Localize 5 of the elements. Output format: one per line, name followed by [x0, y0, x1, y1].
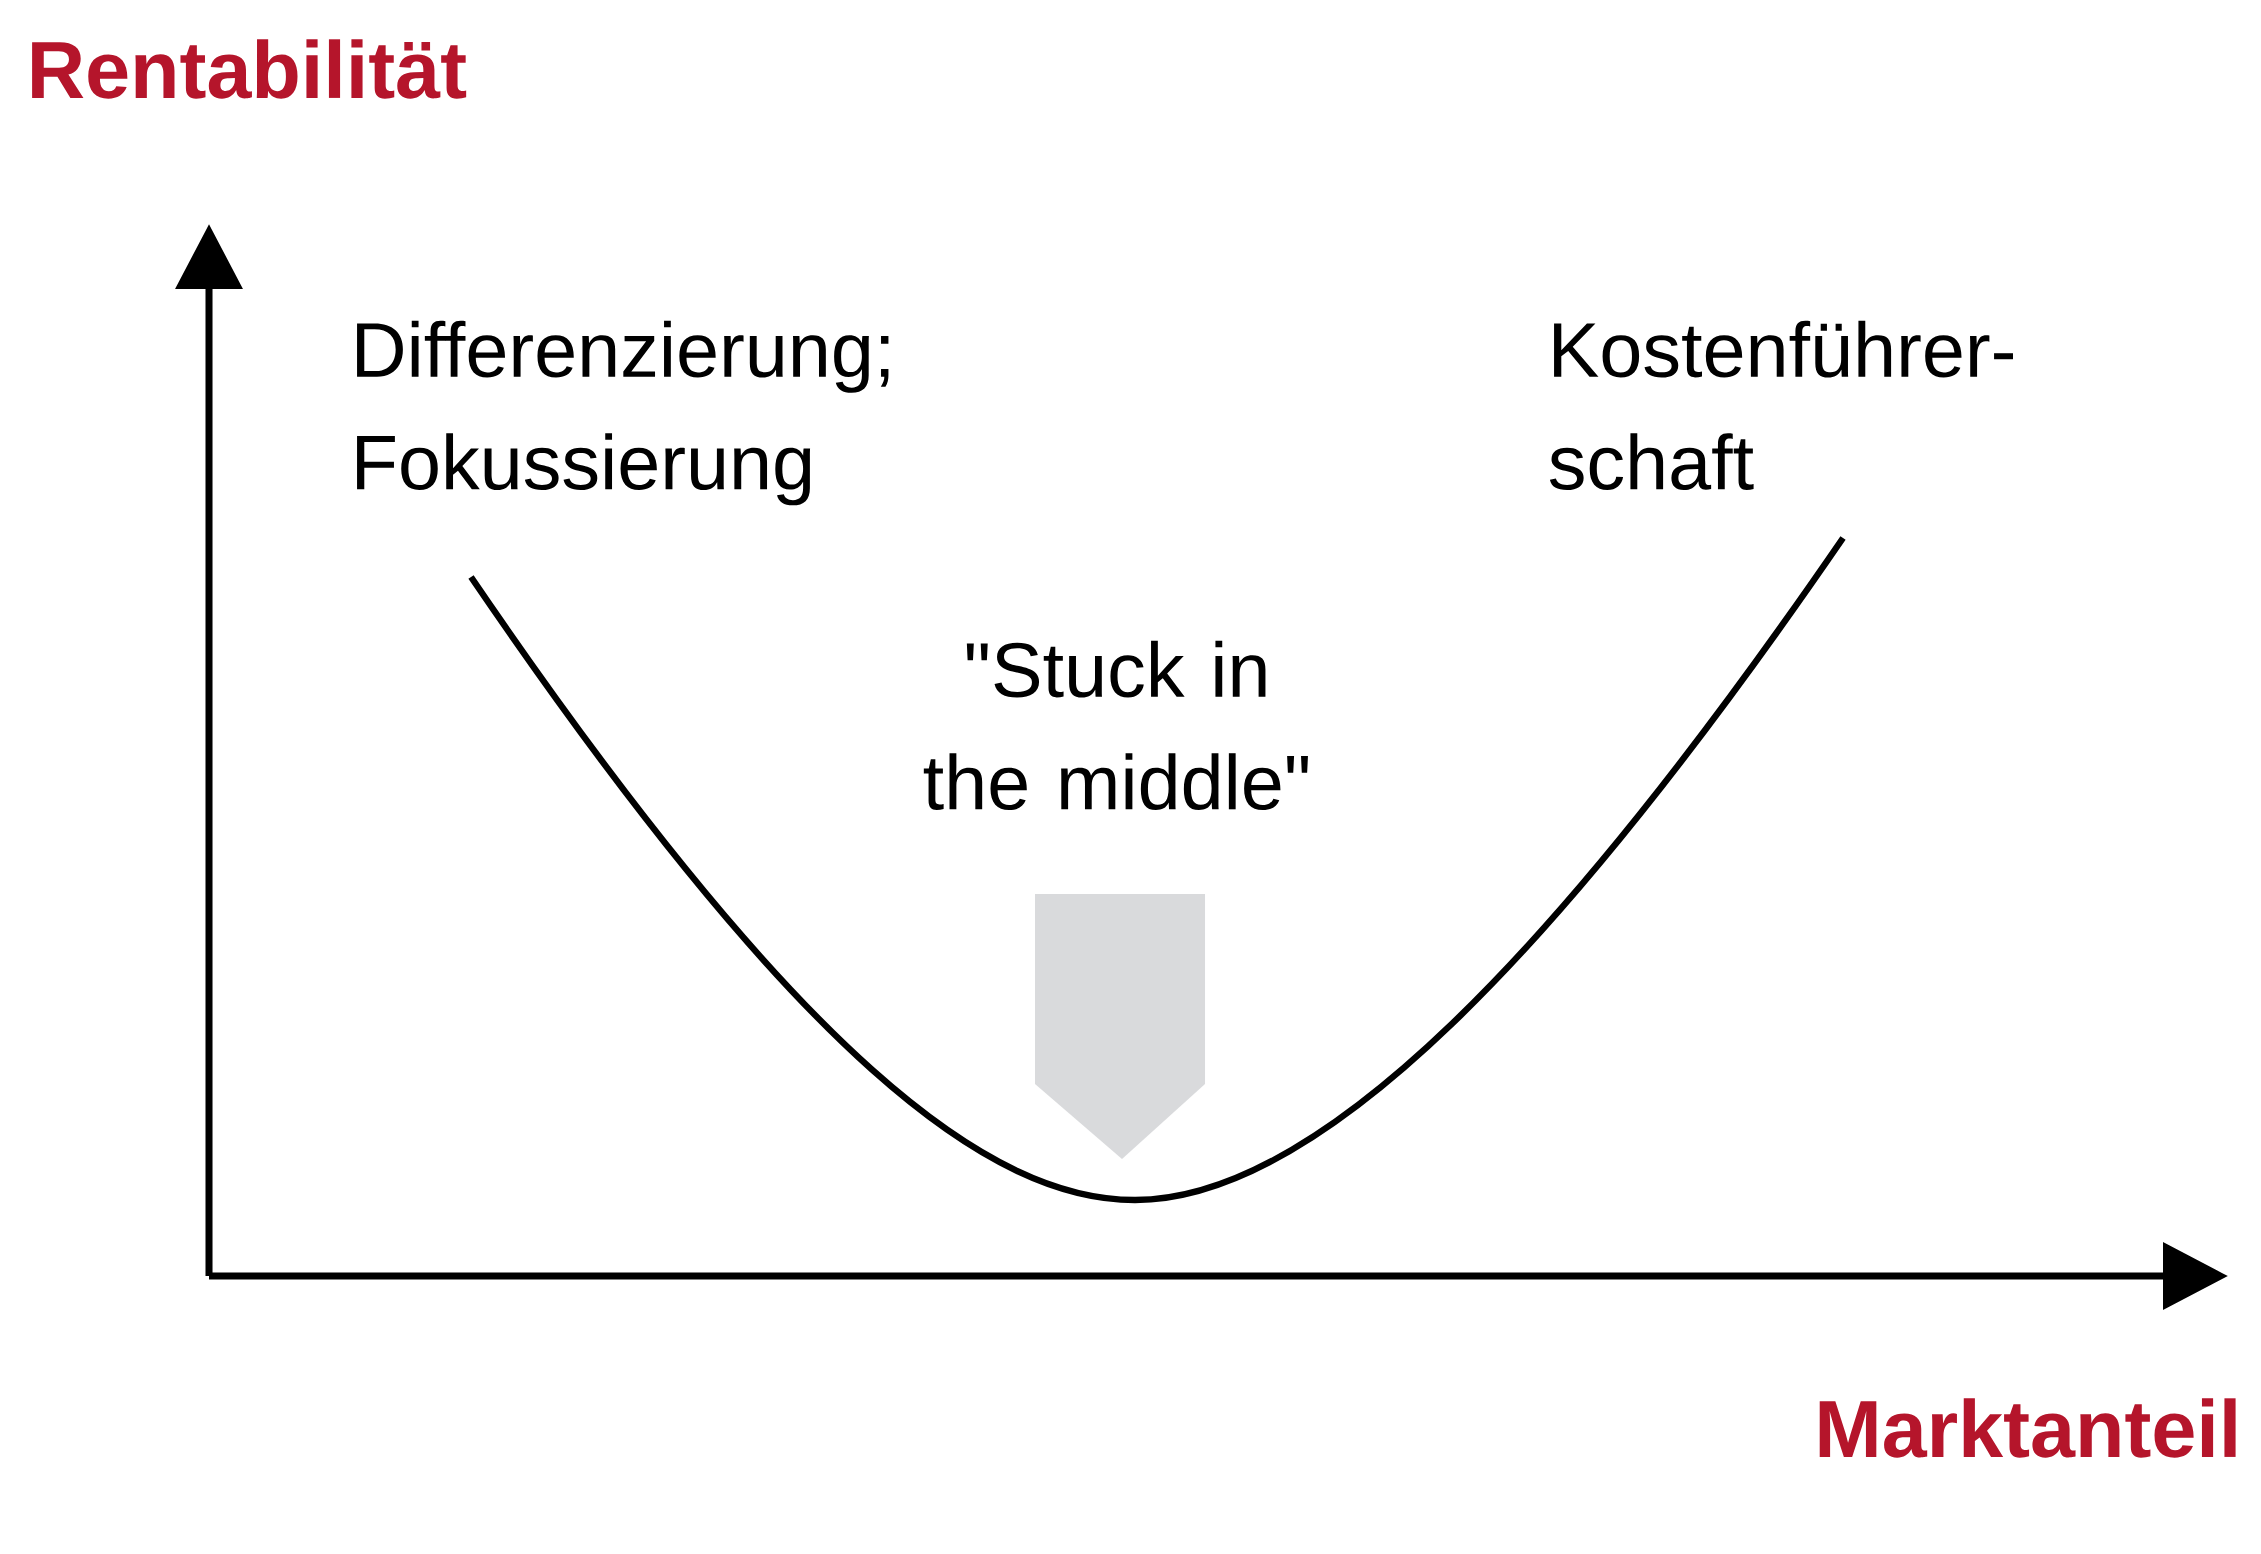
axis-label: Rentabilität	[32, 39, 467, 99]
curve-label: Kostenführer- schaft	[1549, 320, 2013, 491]
curve-label: "Stuck in the middle"	[923, 640, 1308, 811]
axis-label: Marktanteil	[1819, 1398, 2236, 1458]
curve-label: Differenzierung; Fokussierung	[357, 320, 889, 506]
